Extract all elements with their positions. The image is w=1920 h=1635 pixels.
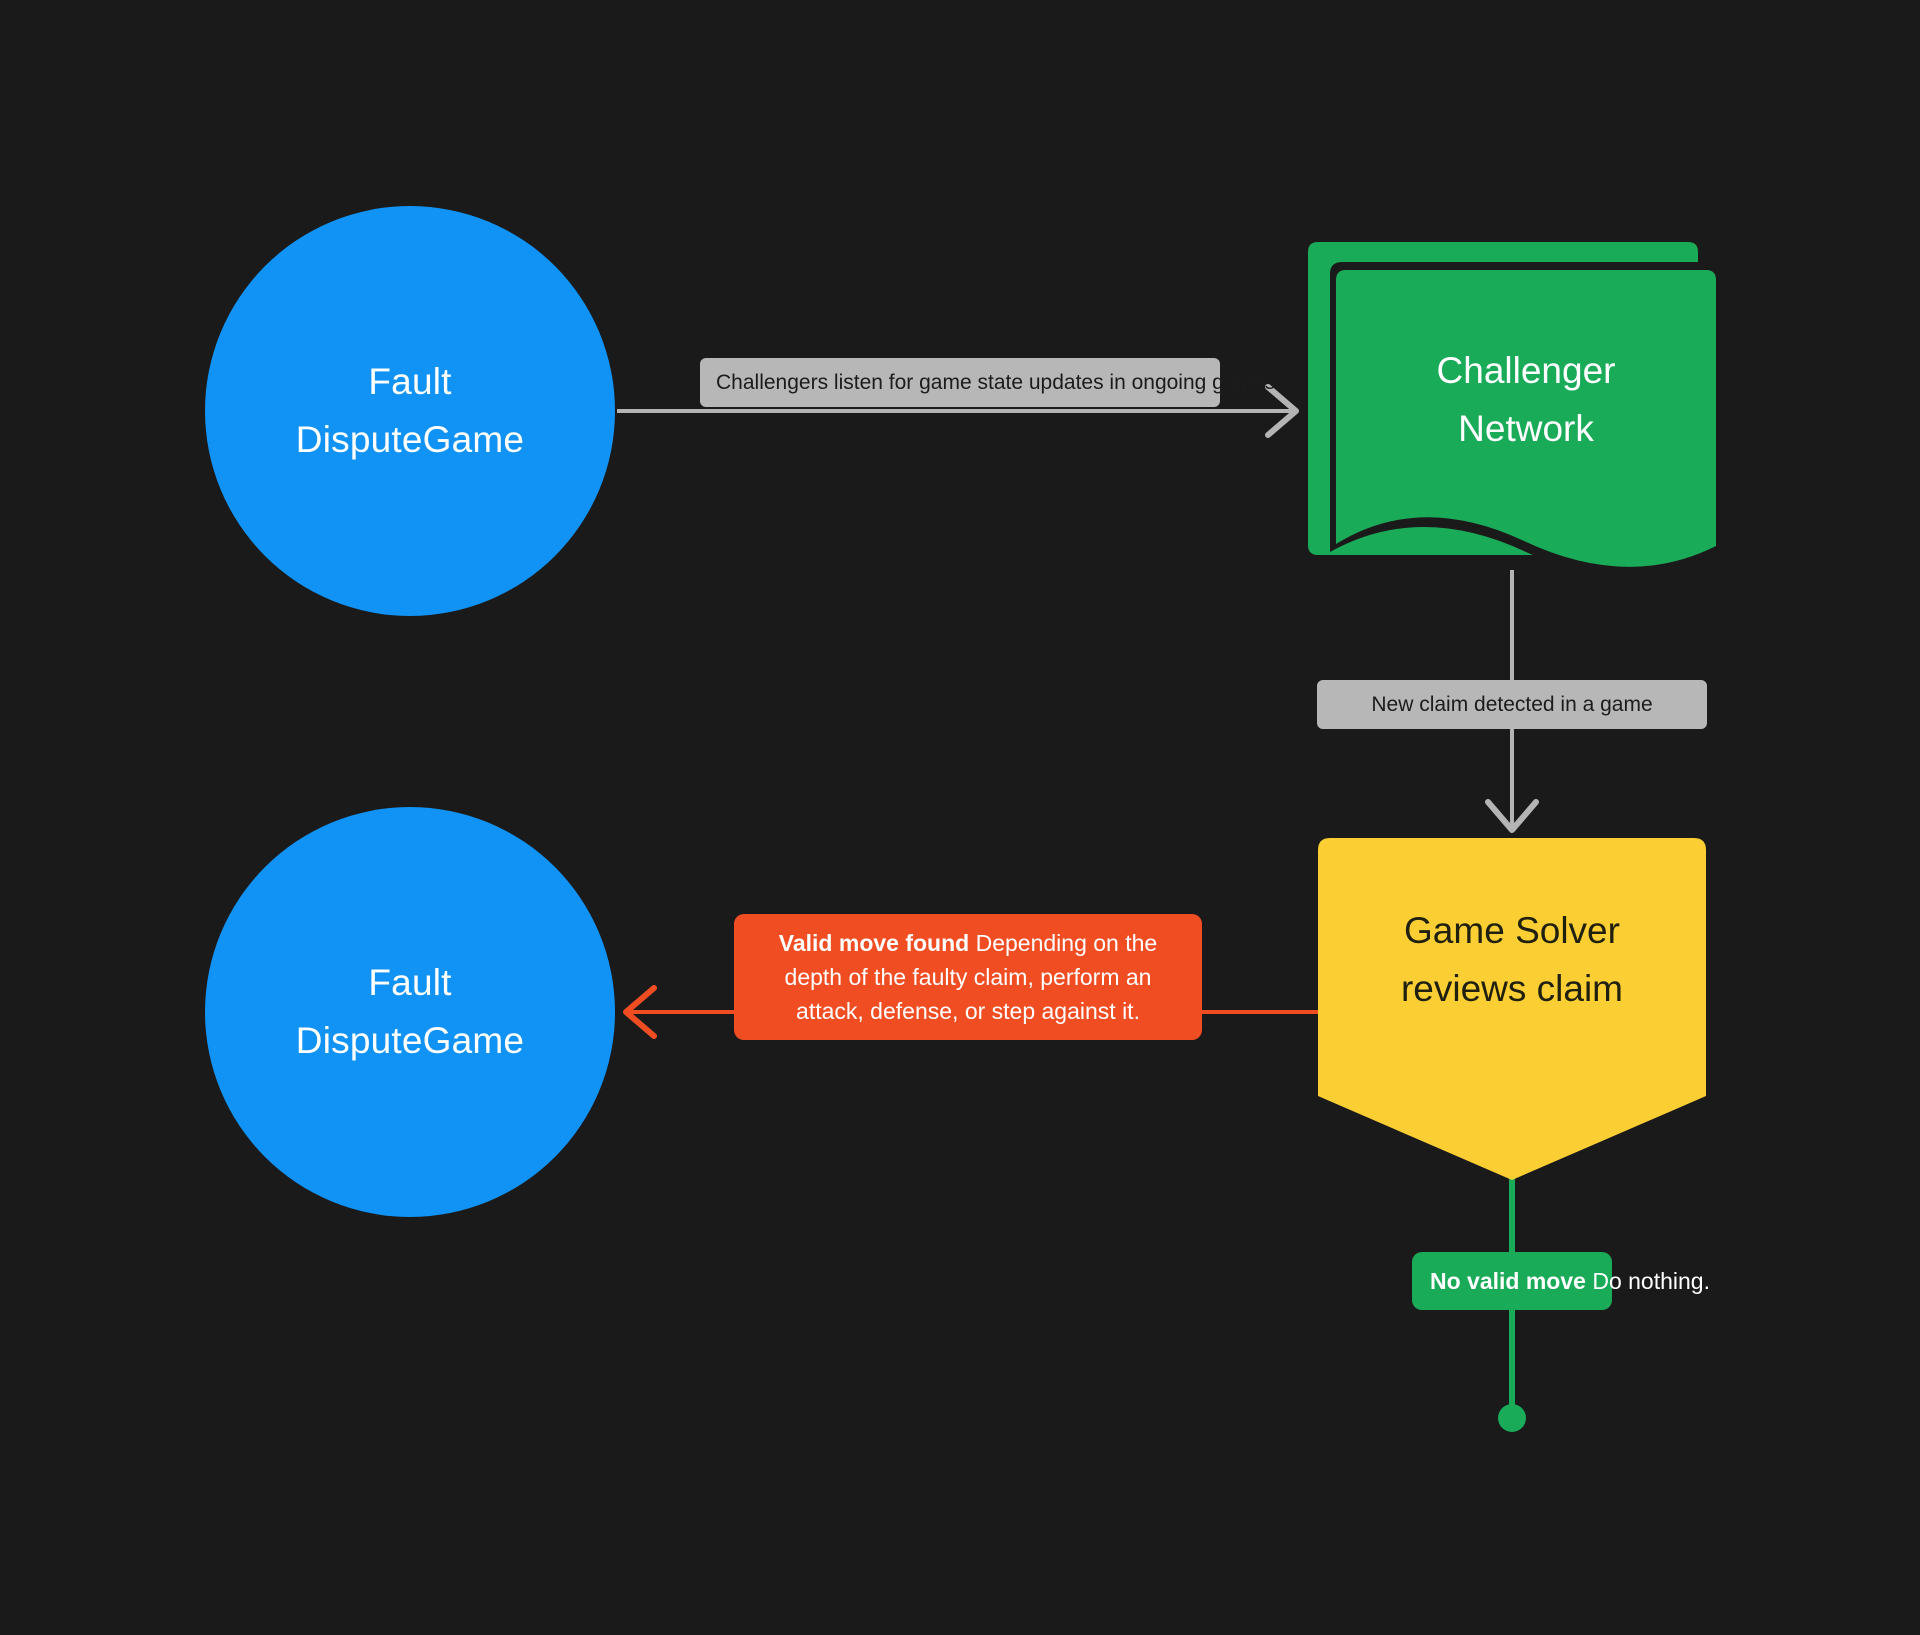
callout-line-2: claim, perform an attack, defense, [796, 964, 1152, 1024]
edge-label-new-claim: New claim detected in a game [1317, 680, 1707, 729]
callout-line-1: Depending on the depth of the faulty [784, 930, 1158, 990]
node-game-solver[interactable] [1318, 838, 1706, 1180]
arrowhead-right-icon [1265, 384, 1299, 438]
callout-title: Valid move found [778, 930, 970, 956]
callout-line-3: or step against it. [964, 998, 1140, 1024]
edge-label-no-valid-move: No valid move Do nothing. [1412, 1252, 1710, 1310]
terminal-dot [1498, 1404, 1526, 1432]
edge-label-line-2: for game state updates in ongoing games [888, 371, 1276, 394]
callout-line-1: Do nothing. [1592, 1268, 1710, 1294]
edge-label-line-1: New claim detected in a game [1371, 693, 1653, 716]
edge-label-listen: Challengers listen for game state update… [700, 358, 1275, 407]
arrowhead-down-icon [1485, 799, 1539, 833]
node-fault-dispute-game-top[interactable] [205, 206, 615, 616]
callout-title: No valid move [1430, 1268, 1586, 1294]
edge-label-valid-move: Valid move found Depending on the depth … [734, 914, 1202, 1040]
node-challenger-network[interactable] [1336, 270, 1716, 567]
node-fault-dispute-game-bottom[interactable] [205, 807, 615, 1217]
arrowhead-left-icon [623, 985, 657, 1039]
edge-label-line-1: Challengers listen [716, 371, 883, 394]
edge-listen [617, 384, 1299, 438]
